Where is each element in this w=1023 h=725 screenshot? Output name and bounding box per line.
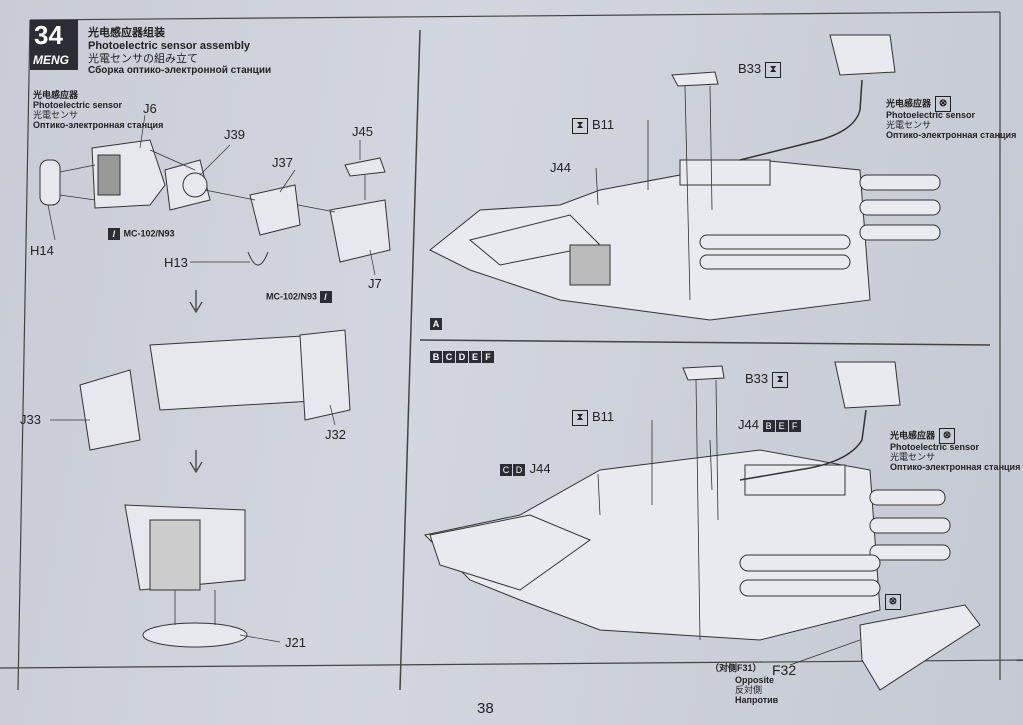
variant-a: A — [430, 318, 443, 330]
sensor-bottom-en: Photoelectric sensor — [890, 442, 980, 452]
b33-part-bf — [682, 365, 725, 381]
part-j33 — [79, 369, 141, 451]
cement-icon-f32: ⊗ — [885, 594, 901, 610]
label-j37: J37 — [272, 155, 293, 170]
label-j32: J32 — [325, 427, 346, 442]
part-h13 — [247, 251, 269, 266]
sensor-top-bf — [834, 361, 901, 409]
label-j45: J45 — [352, 124, 373, 139]
sensor-bottom-jp: 光電センサ — [890, 452, 936, 462]
bowtie-icon: ⧗ — [772, 371, 789, 388]
paint-callout-1: / MC-102/N93 — [108, 228, 175, 240]
brand-logo: MENG — [33, 53, 69, 67]
tubes-bf — [739, 489, 951, 597]
section-divider — [419, 339, 991, 346]
label-b11-bottom: ⧗B11 — [572, 409, 614, 426]
title-ru: Сборка оптико-электронной станции — [88, 65, 272, 76]
title-cn: 光电感应器组装 — [88, 27, 165, 39]
sensor-top-ru: Оптико-электронная станция — [886, 130, 1017, 140]
step-number: 34 — [34, 20, 63, 50]
label-b33-top: B33⧗ — [738, 61, 782, 78]
part-j45 — [344, 157, 386, 177]
sensor-top-jp: 光電センサ — [886, 120, 932, 130]
cement-icon: ⊗ — [935, 96, 952, 112]
label-j33: J33 — [20, 412, 41, 427]
paint-brush-icon: / — [319, 291, 332, 303]
title-en: Photoelectric sensor assembly — [88, 40, 251, 52]
part-j32 — [299, 329, 351, 421]
label-b11-top: ⧗B11 — [572, 117, 614, 134]
panel-divider — [399, 29, 421, 691]
part-h14 — [39, 159, 61, 206]
sensor-label-en: Photoelectric sensor — [33, 100, 123, 110]
sensor-top-a — [829, 34, 896, 76]
part-j7 — [329, 199, 391, 263]
cement-icon: ⊗ — [939, 428, 956, 444]
label-j44-top: J44 — [550, 160, 571, 175]
opposite-en: Opposite — [735, 675, 775, 685]
label-j39: J39 — [224, 127, 245, 142]
sensor-label-ru: Оптико-электронная станция — [33, 120, 164, 130]
part-f32 — [859, 604, 981, 691]
turret-a — [429, 159, 871, 321]
label-j21: J21 — [285, 635, 306, 650]
title-jp: 光電センサの組み立て — [88, 53, 198, 65]
label-f32: F32 — [772, 662, 797, 678]
bowtie-icon: ⧗ — [572, 409, 588, 426]
label-h14: H14 — [30, 243, 54, 258]
b33-part-a — [671, 71, 719, 87]
opposite-ru: Напротив — [735, 695, 779, 705]
page-number: 38 — [477, 700, 494, 717]
sensor-top-cn: 光电感应器⊗ — [886, 96, 952, 112]
tubes-a — [699, 174, 941, 270]
sensor-label-cn: 光电感应器 — [33, 90, 79, 100]
sensor-bottom-cn: 光电感应器⊗ — [890, 428, 956, 444]
part-j37 — [249, 184, 301, 236]
label-j7: J7 — [368, 276, 382, 291]
paint-callout-2: MC-102/N93 / — [266, 291, 333, 303]
bowtie-icon: ⧗ — [572, 117, 588, 134]
part-j21 — [142, 622, 248, 648]
opposite-jp: 反対側 — [735, 685, 763, 695]
opposite-cn: （对侧F31） — [710, 663, 762, 673]
label-h13: H13 — [164, 255, 188, 270]
sensor-bottom-ru: Оптико-электронная станция — [890, 462, 1021, 472]
step-badge — [30, 20, 78, 70]
sensor-top-en: Photoelectric sensor — [886, 110, 976, 120]
sensor-label-jp: 光電センサ — [33, 110, 79, 120]
label-b33-bottom: B33⧗ — [745, 371, 789, 388]
label-j6: J6 — [143, 101, 157, 116]
paint-brush-icon: / — [108, 228, 120, 240]
bowtie-icon: ⧗ — [765, 61, 782, 78]
